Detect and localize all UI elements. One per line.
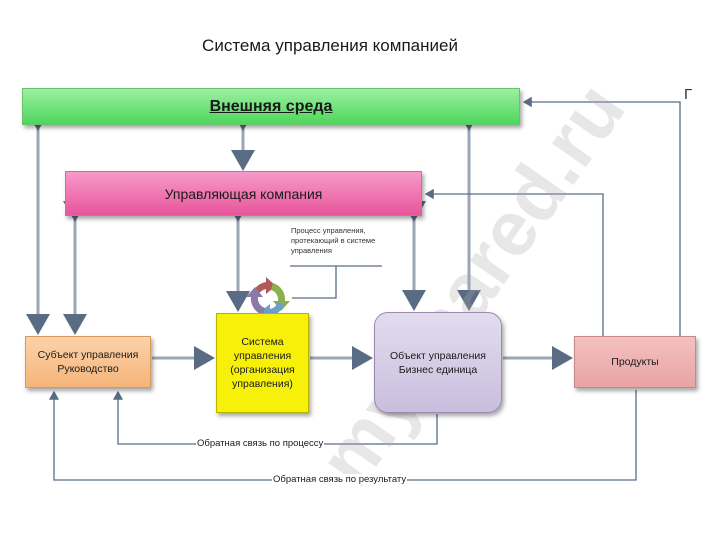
result-feedback-label: Обратная связь по результату — [272, 474, 408, 485]
process-note: Процесс управления, протекающий в систем… — [291, 226, 376, 255]
products-env-line — [522, 96, 681, 336]
result-feedback-line — [48, 390, 637, 481]
note-leader — [292, 266, 337, 299]
cycle-icon — [246, 277, 290, 321]
management-subject-box: Субъект управления Руководство — [25, 336, 151, 388]
management-system-box: Система управления (организация управлен… — [216, 313, 309, 413]
products-box: Продукты — [574, 336, 696, 388]
management-company-box: Управляющая компания — [65, 171, 422, 216]
diagram-title: Система управления компанией — [202, 36, 458, 55]
external-environment-box: Внешняя среда — [22, 88, 520, 125]
process-feedback-label: Обратная связь по процессу — [196, 438, 325, 449]
corner-mark: Г — [684, 86, 693, 103]
management-object-box: Объект управления Бизнес единица — [374, 312, 502, 413]
products-mgmt-line — [424, 188, 604, 336]
